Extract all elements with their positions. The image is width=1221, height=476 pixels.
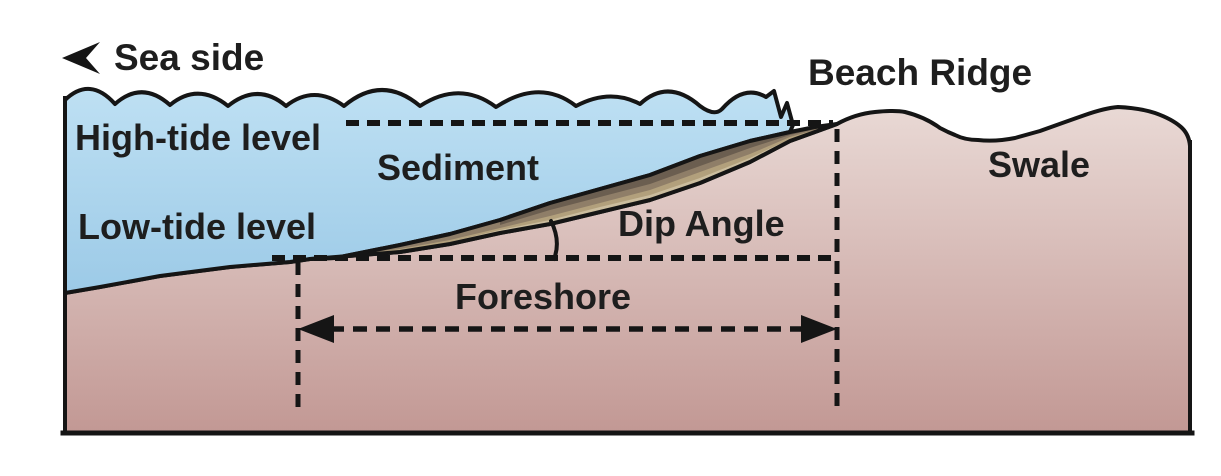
high-tide-level-label: High-tide level [75,117,321,158]
dip-angle-label: Dip Angle [618,203,785,244]
dip-angle-arc [549,219,559,261]
arrowhead-left-icon [298,315,334,343]
sediment-wedge [308,122,839,261]
foreshore-label: Foreshore [455,276,631,317]
arrowhead-right-icon [801,315,837,343]
left-arrow-icon [62,42,100,74]
sediment-outline [308,122,839,261]
sediment-label: Sediment [377,147,539,188]
land-region [63,105,1192,435]
sediment-layer-dark [500,124,837,225]
swale-label: Swale [988,144,1090,185]
water-region [63,86,795,295]
sea-side-label: Sea side [114,37,264,78]
beach-ridge-label: Beach Ridge [808,52,1032,93]
low-tide-level-label: Low-tide level [78,206,316,247]
